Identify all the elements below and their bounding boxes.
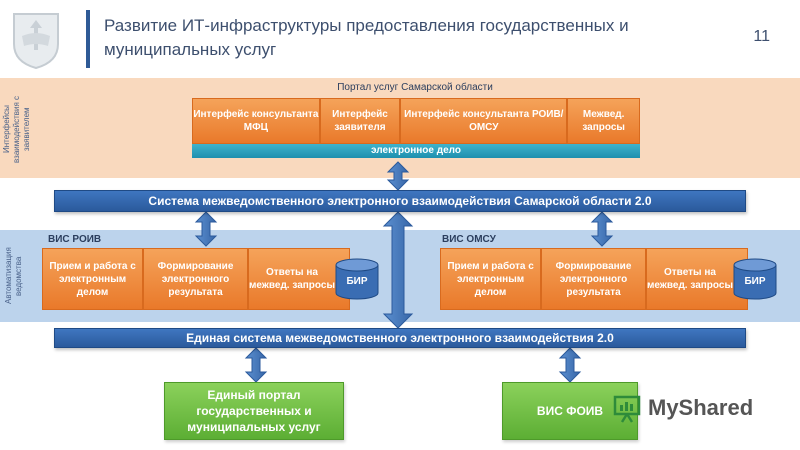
interface-roiv-omsu-consultant: Интерфейс консультанта РОИВ/ОМСУ bbox=[400, 98, 568, 144]
vis-roiv-result-forming: Формирование электронного результата bbox=[143, 248, 248, 310]
page-title: Развитие ИТ-инфраструктуры предоставлени… bbox=[104, 16, 629, 59]
arrow-portal-smev bbox=[386, 161, 410, 191]
vis-omsu-interagency-answers: Ответы на межвед. запросы bbox=[645, 248, 748, 310]
vis-omsu-db-label: БИР bbox=[744, 276, 766, 287]
arrow-unified-epgu bbox=[244, 347, 268, 383]
coat-of-arms-icon bbox=[13, 13, 59, 70]
coat-of-arms-logo bbox=[8, 6, 64, 70]
vis-omsu-row: Прием и работа с электронным делом Форми… bbox=[440, 248, 748, 310]
vis-omsu-database: БИР bbox=[732, 258, 778, 300]
title-accent-bar bbox=[86, 10, 90, 68]
portal-label: Портал услуг Самарской области bbox=[337, 82, 493, 93]
database-icon bbox=[335, 258, 379, 300]
arrow-unified-vis-foiv bbox=[558, 347, 582, 383]
portal-interfaces-row: Интерфейс консультанта МФЦ Интерфейс зая… bbox=[192, 98, 641, 144]
vis-roiv-row: Прием и работа с электронным делом Форми… bbox=[42, 248, 350, 310]
watermark-text: MyShared bbox=[648, 395, 754, 420]
vis-omsu-result-forming: Формирование электронного результата bbox=[541, 248, 646, 310]
slide-number: 11 bbox=[753, 28, 770, 45]
smev-unified-bar: Единая система межведомственного электро… bbox=[54, 328, 746, 348]
arrow-smev-vis-roiv bbox=[194, 211, 218, 247]
vis-roiv-database: БИР bbox=[334, 258, 380, 300]
vis-omsu-case-processing: Прием и работа с электронным делом bbox=[440, 248, 542, 310]
presentation-board-icon bbox=[613, 395, 641, 423]
electronic-case-bar: электронное дело bbox=[192, 144, 640, 158]
vis-roiv-label: ВИС РОИВ bbox=[48, 234, 102, 245]
vis-roiv-db-label: БИР bbox=[346, 276, 368, 287]
smev-region-bar: Система межведомственного электронного в… bbox=[54, 190, 746, 212]
arrow-smev-region-unified bbox=[382, 211, 414, 329]
epgu-box: Единый портал государственных и муниципа… bbox=[164, 382, 344, 440]
database-icon bbox=[733, 258, 777, 300]
arrow-smev-vis-omsu bbox=[590, 211, 614, 247]
vis-roiv-case-processing: Прием и работа с электронным делом bbox=[42, 248, 144, 310]
vis-roiv-interagency-answers: Ответы на межвед. запросы bbox=[247, 248, 350, 310]
interface-interagency-requests: Межвед. запросы bbox=[567, 98, 641, 144]
interface-mfc-consultant: Интерфейс консультанта МФЦ bbox=[192, 98, 320, 144]
interface-applicant: Интерфейс заявителя bbox=[319, 98, 401, 144]
myshared-watermark: MyShared bbox=[612, 388, 782, 428]
vis-omsu-label: ВИС ОМСУ bbox=[442, 234, 496, 245]
